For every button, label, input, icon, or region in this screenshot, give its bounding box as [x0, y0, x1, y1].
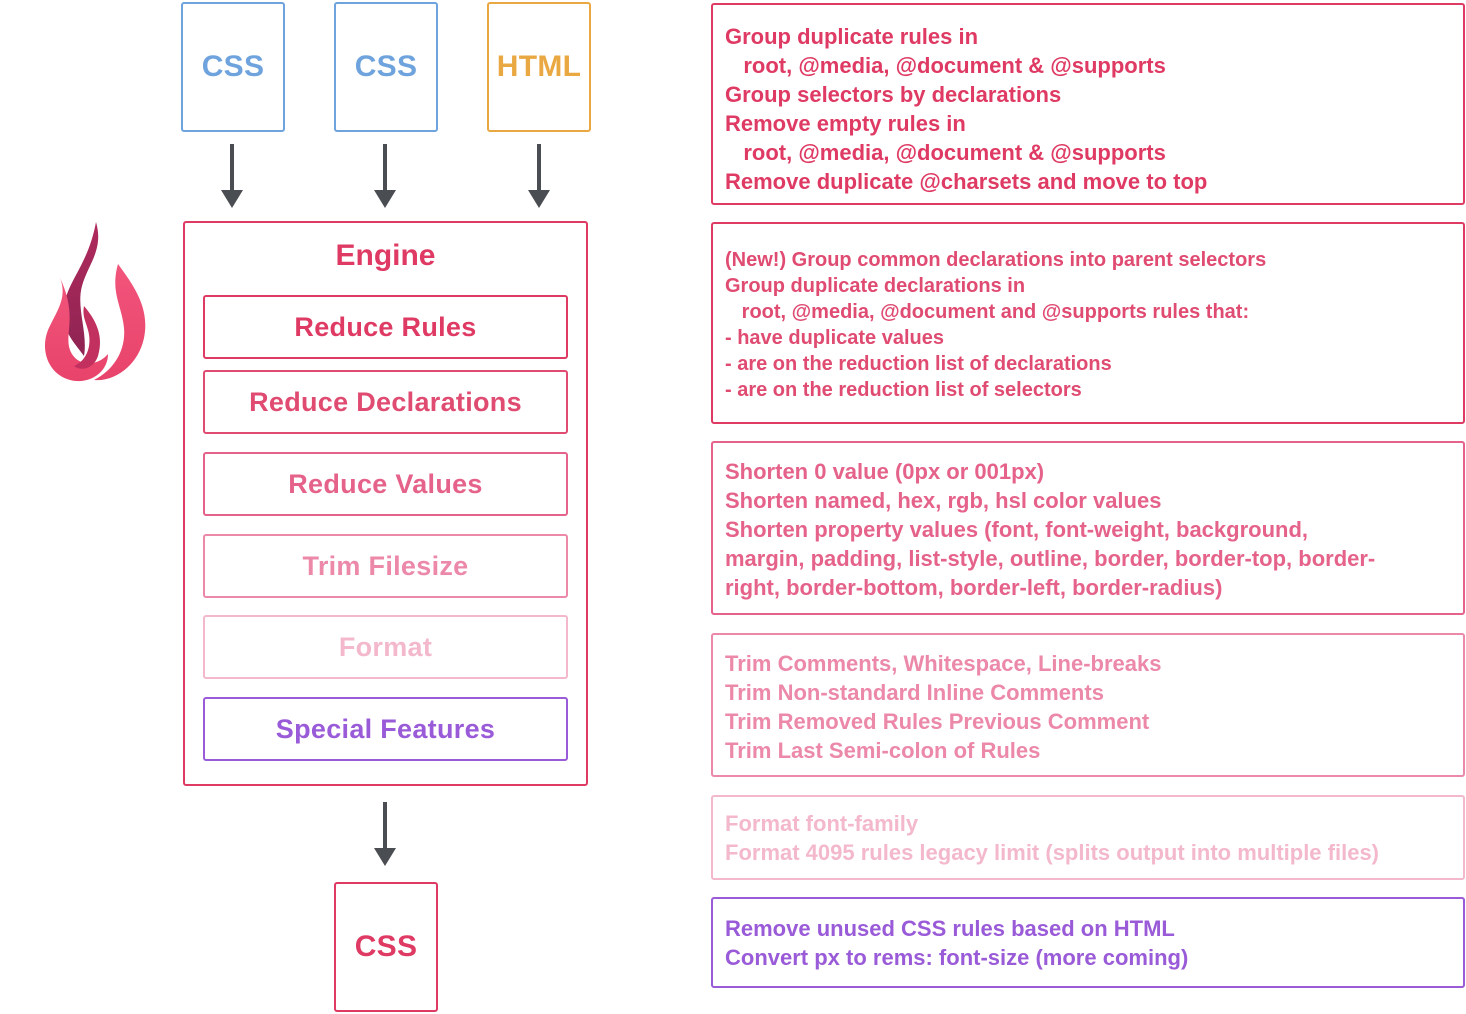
desc-line: Format font-family	[725, 811, 919, 836]
step-label: Format	[338, 631, 433, 662]
desc-line: root, @media, @document & @supports	[725, 140, 1166, 165]
desc-line: Shorten named, hex, rgb, hsl color value…	[725, 488, 1162, 513]
desc-line: Trim Removed Rules Previous Comment	[725, 709, 1150, 734]
step-label: Trim Filesize	[302, 550, 469, 581]
desc-trim-filesize: Trim Comments, Whitespace, Line-breaks T…	[711, 633, 1465, 777]
desc-line: Remove unused CSS rules based on HTML	[725, 916, 1175, 941]
desc-line: - are on the reduction list of selectors	[725, 379, 1082, 401]
desc-line: (New!) Group common declarations into pa…	[725, 249, 1267, 271]
flame-logo	[44, 222, 146, 382]
step-format: Format	[203, 615, 568, 679]
desc-line: Convert px to rems: font-size (more comi…	[725, 945, 1189, 970]
step-label: Special Features	[275, 713, 496, 744]
desc-reduce-rules: Group duplicate rules in root, @media, @…	[711, 3, 1465, 205]
desc-line: - are on the reduction list of declarati…	[725, 353, 1112, 375]
desc-line: Remove duplicate @charsets and move to t…	[725, 169, 1208, 194]
desc-format: Format font-family Format 4095 rules leg…	[711, 795, 1465, 880]
desc-line: Group selectors by declarations	[725, 82, 1062, 107]
desc-line: Trim Last Semi-colon of Rules	[725, 738, 1041, 763]
step-label: Reduce Rules	[294, 311, 477, 342]
output-css-file: CSS	[334, 882, 438, 1012]
step-label: Reduce Values	[288, 468, 483, 499]
desc-line: Trim Non-standard Inline Comments	[725, 680, 1104, 705]
engine-title: Engine	[335, 239, 436, 272]
step-label: Reduce Declarations	[249, 386, 522, 417]
desc-line: Shorten 0 value (0px or 001px)	[725, 459, 1045, 484]
desc-line: Remove empty rules in	[725, 111, 966, 136]
input-file-label: HTML	[496, 50, 582, 83]
desc-special-features: Remove unused CSS rules based on HTML Co…	[711, 897, 1465, 988]
desc-line: Group duplicate rules in	[725, 24, 979, 49]
desc-reduce-values: Shorten 0 value (0px or 001px) Shorten n…	[711, 441, 1465, 615]
input-css-file-2: CSS	[334, 2, 438, 132]
input-css-file-1: CSS	[181, 2, 285, 132]
arrow-html-to-engine	[528, 144, 550, 208]
desc-line: root, @media, @document and @supports ru…	[725, 301, 1250, 323]
input-file-label: CSS	[354, 50, 418, 83]
step-reduce-rules: Reduce Rules	[203, 295, 568, 359]
step-reduce-values: Reduce Values	[203, 452, 568, 516]
desc-line: Trim Comments, Whitespace, Line-breaks	[725, 651, 1162, 676]
arrow-css-1-to-engine	[221, 144, 243, 208]
desc-reduce-declarations: (New!) Group common declarations into pa…	[711, 222, 1465, 424]
arrow-engine-to-output	[374, 802, 396, 866]
arrow-css-2-to-engine	[374, 144, 396, 208]
step-special-features: Special Features	[203, 697, 568, 761]
output-file-label: CSS	[354, 930, 418, 963]
desc-line: root, @media, @document & @supports	[725, 53, 1166, 78]
desc-line: margin, padding, list-style, outline, bo…	[725, 546, 1376, 571]
desc-line: right, border-bottom, border-left, borde…	[725, 575, 1223, 600]
desc-line: Group duplicate declarations in	[725, 275, 1026, 297]
desc-line: Shorten property values (font, font-weig…	[725, 517, 1309, 542]
desc-line: Format 4095 rules legacy limit (splits o…	[725, 840, 1380, 865]
input-html-file: HTML	[487, 2, 591, 132]
engine-box: Engine	[183, 221, 588, 786]
input-file-label: CSS	[201, 50, 265, 83]
step-reduce-declarations: Reduce Declarations	[203, 370, 568, 434]
desc-line: - have duplicate values	[725, 327, 944, 349]
step-trim-filesize: Trim Filesize	[203, 534, 568, 598]
